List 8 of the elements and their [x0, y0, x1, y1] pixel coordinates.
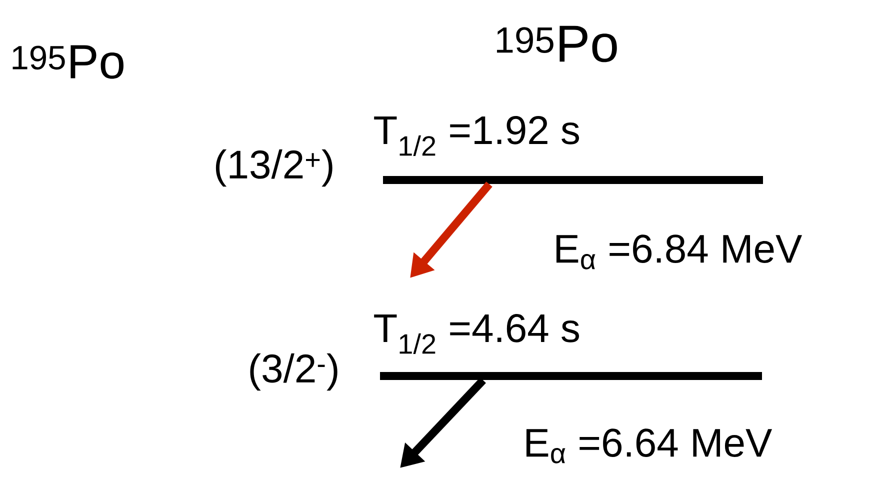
half-life-label: T$_{1/2}$ =1.92 s — [374, 116, 579, 156]
alpha-energy-label: E$_{α}$ =6.64 MeV — [526, 428, 772, 464]
half-life-label: T$_{1/2}$ =4.64 s — [374, 314, 579, 354]
nuclide-label: $^{195}$Po — [496, 26, 617, 62]
nuclide-label: $^{195}$Po — [12, 45, 124, 79]
alpha-energy-label: E$_{α}$ =6.84 MeV — [556, 234, 802, 270]
spin-parity-label: (13/2$^{+}$) — [216, 149, 332, 187]
spin-parity-label: (3/2$^{-}$) — [250, 353, 338, 391]
